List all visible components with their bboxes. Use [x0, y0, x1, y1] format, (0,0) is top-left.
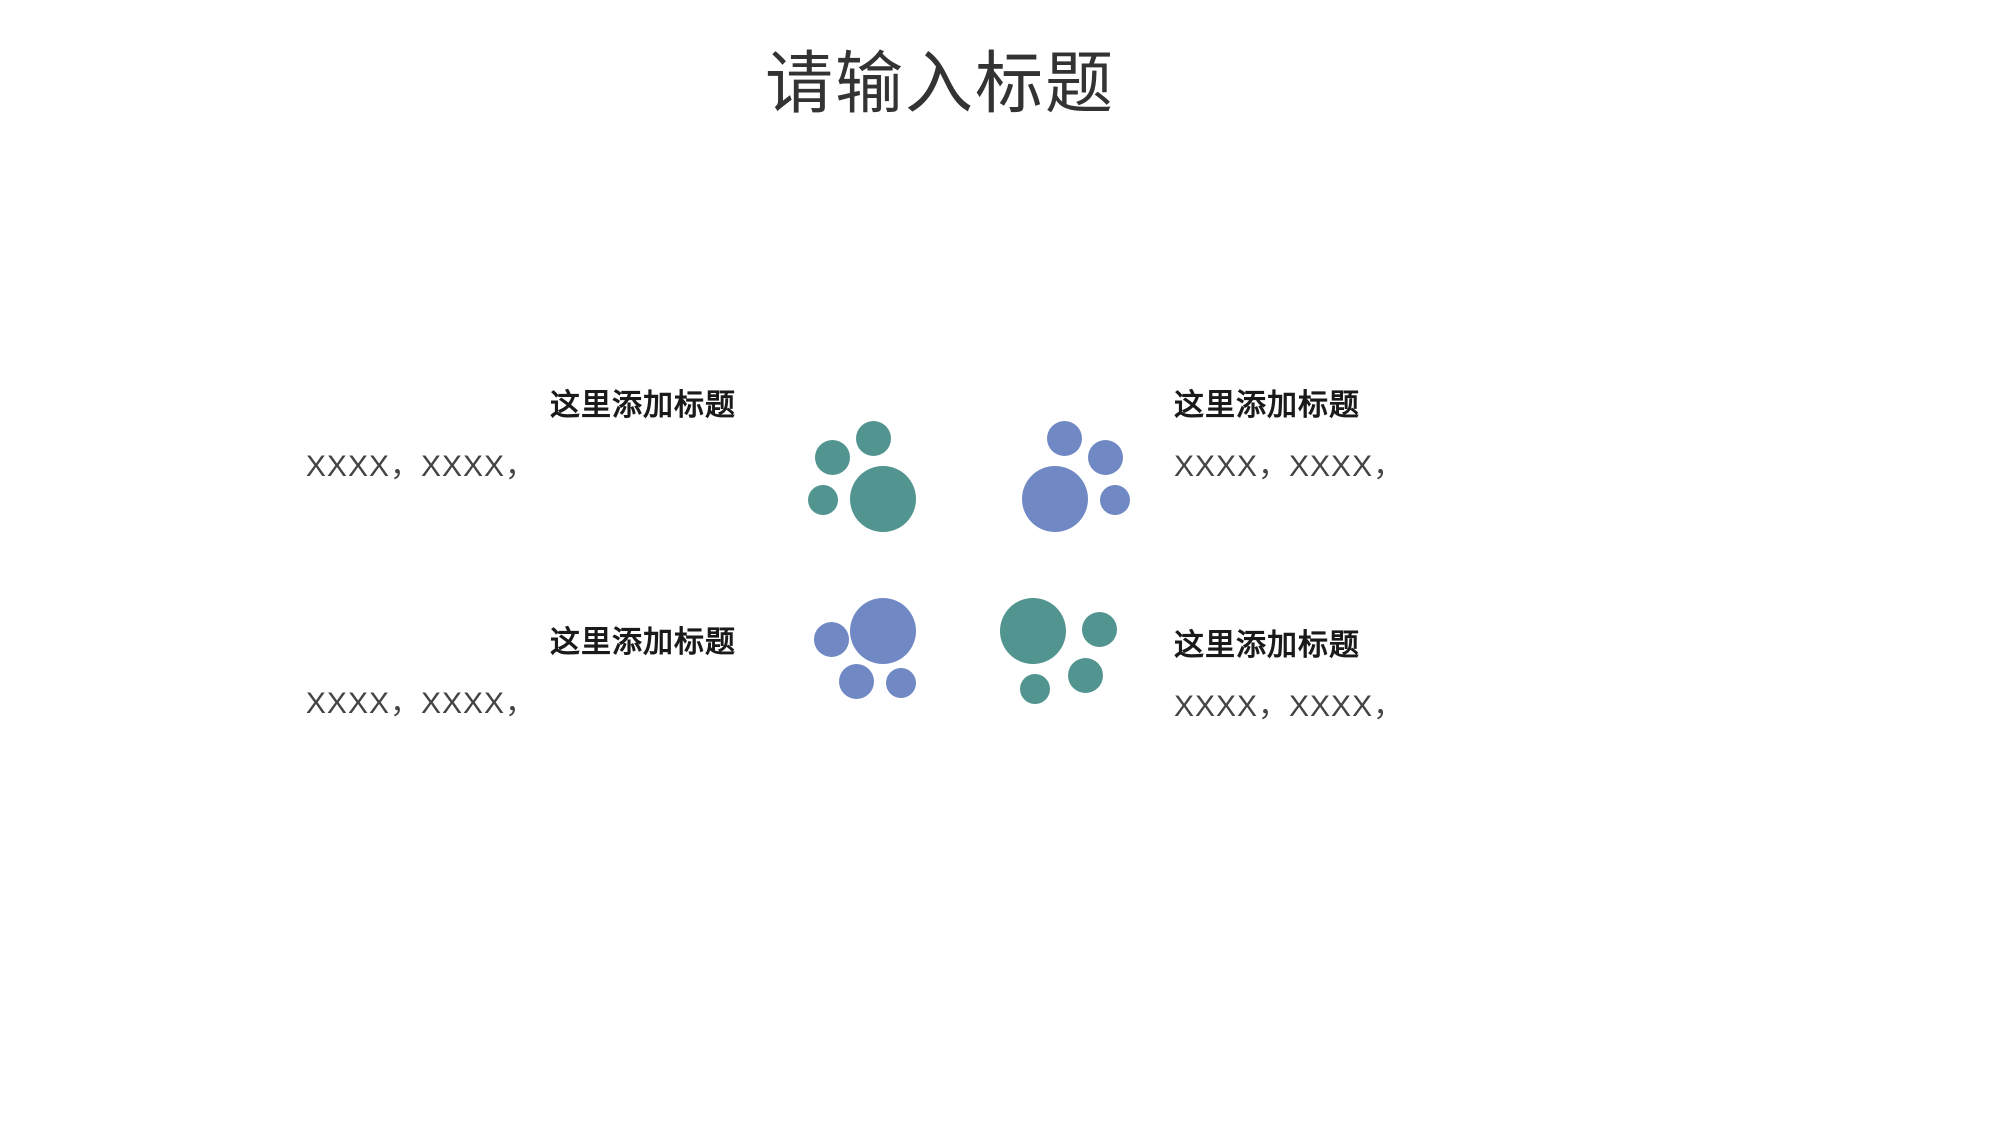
paw-print-icon	[1000, 596, 1130, 721]
paw-toe-shape	[1082, 612, 1117, 647]
paw-print-icon	[808, 418, 938, 543]
paw-toe-shape	[839, 664, 874, 699]
paw-toe-shape	[814, 622, 849, 657]
paw-toe-shape	[1100, 485, 1130, 515]
paw-toe-shape	[1068, 658, 1103, 693]
block-body-top-left: XXXX，XXXX，	[305, 450, 536, 483]
block-heading-top-left: 这里添加标题	[550, 389, 736, 422]
paw-toe-shape	[1020, 674, 1050, 704]
block-body-bottom-left: XXXX，XXXX，	[305, 687, 536, 720]
block-heading-bottom-left: 这里添加标题	[550, 626, 736, 659]
paw-print-icon	[1000, 418, 1130, 543]
block-heading-bottom-right: 这里添加标题	[1174, 629, 1360, 662]
paw-toe-shape	[886, 668, 916, 698]
paw-toe-shape	[1047, 421, 1082, 456]
content-block-bottom-left: 这里添加标题 XXXX，XXXX，	[196, 624, 736, 723]
paw-pad-shape	[1000, 598, 1066, 664]
block-body-bottom-right: XXXX，XXXX，	[1174, 690, 1405, 723]
page-title: 请输入标题	[764, 46, 1115, 122]
paw-toe-shape	[815, 440, 850, 475]
paw-toe-shape	[808, 485, 838, 515]
content-block-top-left: 这里添加标题 XXXX，XXXX，	[196, 387, 736, 486]
paw-print-icon	[808, 596, 938, 721]
paw-toe-shape	[1088, 440, 1123, 475]
paw-pad-shape	[850, 598, 916, 664]
content-block-top-right: 这里添加标题 XXXX，XXXX，	[1174, 387, 1714, 486]
block-body-top-right: XXXX，XXXX，	[1174, 450, 1405, 483]
block-heading-top-right: 这里添加标题	[1174, 389, 1360, 422]
paw-pad-shape	[850, 466, 916, 532]
paw-toe-shape	[856, 421, 891, 456]
content-block-bottom-right: 这里添加标题 XXXX，XXXX，	[1174, 627, 1714, 726]
paw-pad-shape	[1022, 466, 1088, 532]
